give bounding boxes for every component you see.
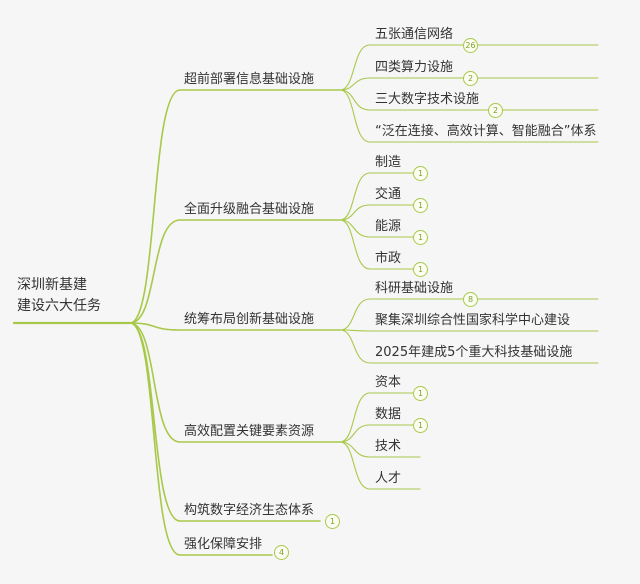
node-transportation[interactable]: 交通 (375, 187, 402, 202)
connector-line (339, 44, 599, 91)
node-connectivity-system[interactable]: “泛在连接、高效计算、智能融合”体系 (375, 124, 597, 139)
count-badge-4[interactable]: 4 (274, 545, 289, 560)
connector-line (339, 424, 421, 443)
connector-line (339, 329, 599, 364)
node-research-facilities[interactable]: 科研基础设施 (375, 281, 454, 296)
node-2025-goal[interactable]: 2025年建成5个重大科技基础设施 (375, 345, 573, 360)
connector-line (339, 172, 421, 221)
connector-line (129, 322, 273, 556)
count-badge-1[interactable]: 1 (325, 514, 340, 529)
connector-line (129, 322, 341, 331)
count-badge-2[interactable]: 2 (488, 103, 503, 118)
node-technology[interactable]: 技术 (375, 439, 402, 454)
connector-line (339, 89, 599, 111)
node-communication-networks[interactable]: 五张通信网络 (375, 27, 454, 42)
count-badge-8[interactable]: 8 (463, 292, 478, 307)
node-municipal[interactable]: 市政 (375, 251, 402, 266)
node-energy[interactable]: 能源 (375, 219, 402, 234)
count-badge-26[interactable]: 26 (463, 38, 478, 53)
connector-line (129, 322, 341, 443)
branch-fusion-infrastructure[interactable]: 全面升级融合基础设施 (184, 202, 315, 217)
branch-digital-economy[interactable]: 构筑数字经济生态体系 (184, 503, 315, 518)
count-badge-1[interactable]: 1 (413, 230, 428, 245)
count-badge-1[interactable]: 1 (413, 262, 428, 277)
branch-innovation-infrastructure[interactable]: 统筹布局创新基础设施 (184, 312, 315, 327)
node-computing-facilities[interactable]: 四类算力设施 (375, 60, 454, 75)
node-digital-tech-facilities[interactable]: 三大数字技术设施 (375, 92, 480, 107)
count-badge-1[interactable]: 1 (413, 198, 428, 213)
count-badge-1[interactable]: 1 (413, 386, 428, 401)
connector-line (339, 219, 421, 238)
connector-line (339, 329, 599, 332)
connector-line (339, 77, 599, 91)
count-badge-1[interactable]: 1 (413, 166, 428, 181)
branch-info-infrastructure[interactable]: 超前部署信息基础设施 (184, 72, 315, 87)
node-talent[interactable]: 人才 (375, 471, 402, 486)
branch-key-resources[interactable]: 高效配置关键要素资源 (184, 424, 315, 439)
connector-line (129, 89, 341, 324)
connector-line (129, 322, 321, 522)
connector-line (339, 392, 421, 443)
node-science-center[interactable]: 聚集深圳综合性国家科学中心建设 (375, 313, 571, 328)
node-data[interactable]: 数据 (375, 407, 402, 422)
branch-safeguards[interactable]: 强化保障安排 (184, 537, 263, 552)
count-badge-1[interactable]: 1 (413, 418, 428, 433)
node-capital[interactable]: 资本 (375, 375, 402, 390)
count-badge-2[interactable]: 2 (463, 71, 478, 86)
node-manufacturing[interactable]: 制造 (375, 155, 402, 170)
root-node-line1[interactable]: 深圳新基建 (17, 277, 87, 293)
connector-line (339, 89, 599, 143)
connector-line (129, 219, 341, 324)
connector-line (339, 441, 421, 490)
connector-line (339, 204, 421, 221)
root-node-line2[interactable]: 建设六大任务 (17, 298, 101, 314)
connector-line (339, 298, 599, 331)
connector-line (339, 219, 421, 270)
connector-line (339, 441, 421, 458)
